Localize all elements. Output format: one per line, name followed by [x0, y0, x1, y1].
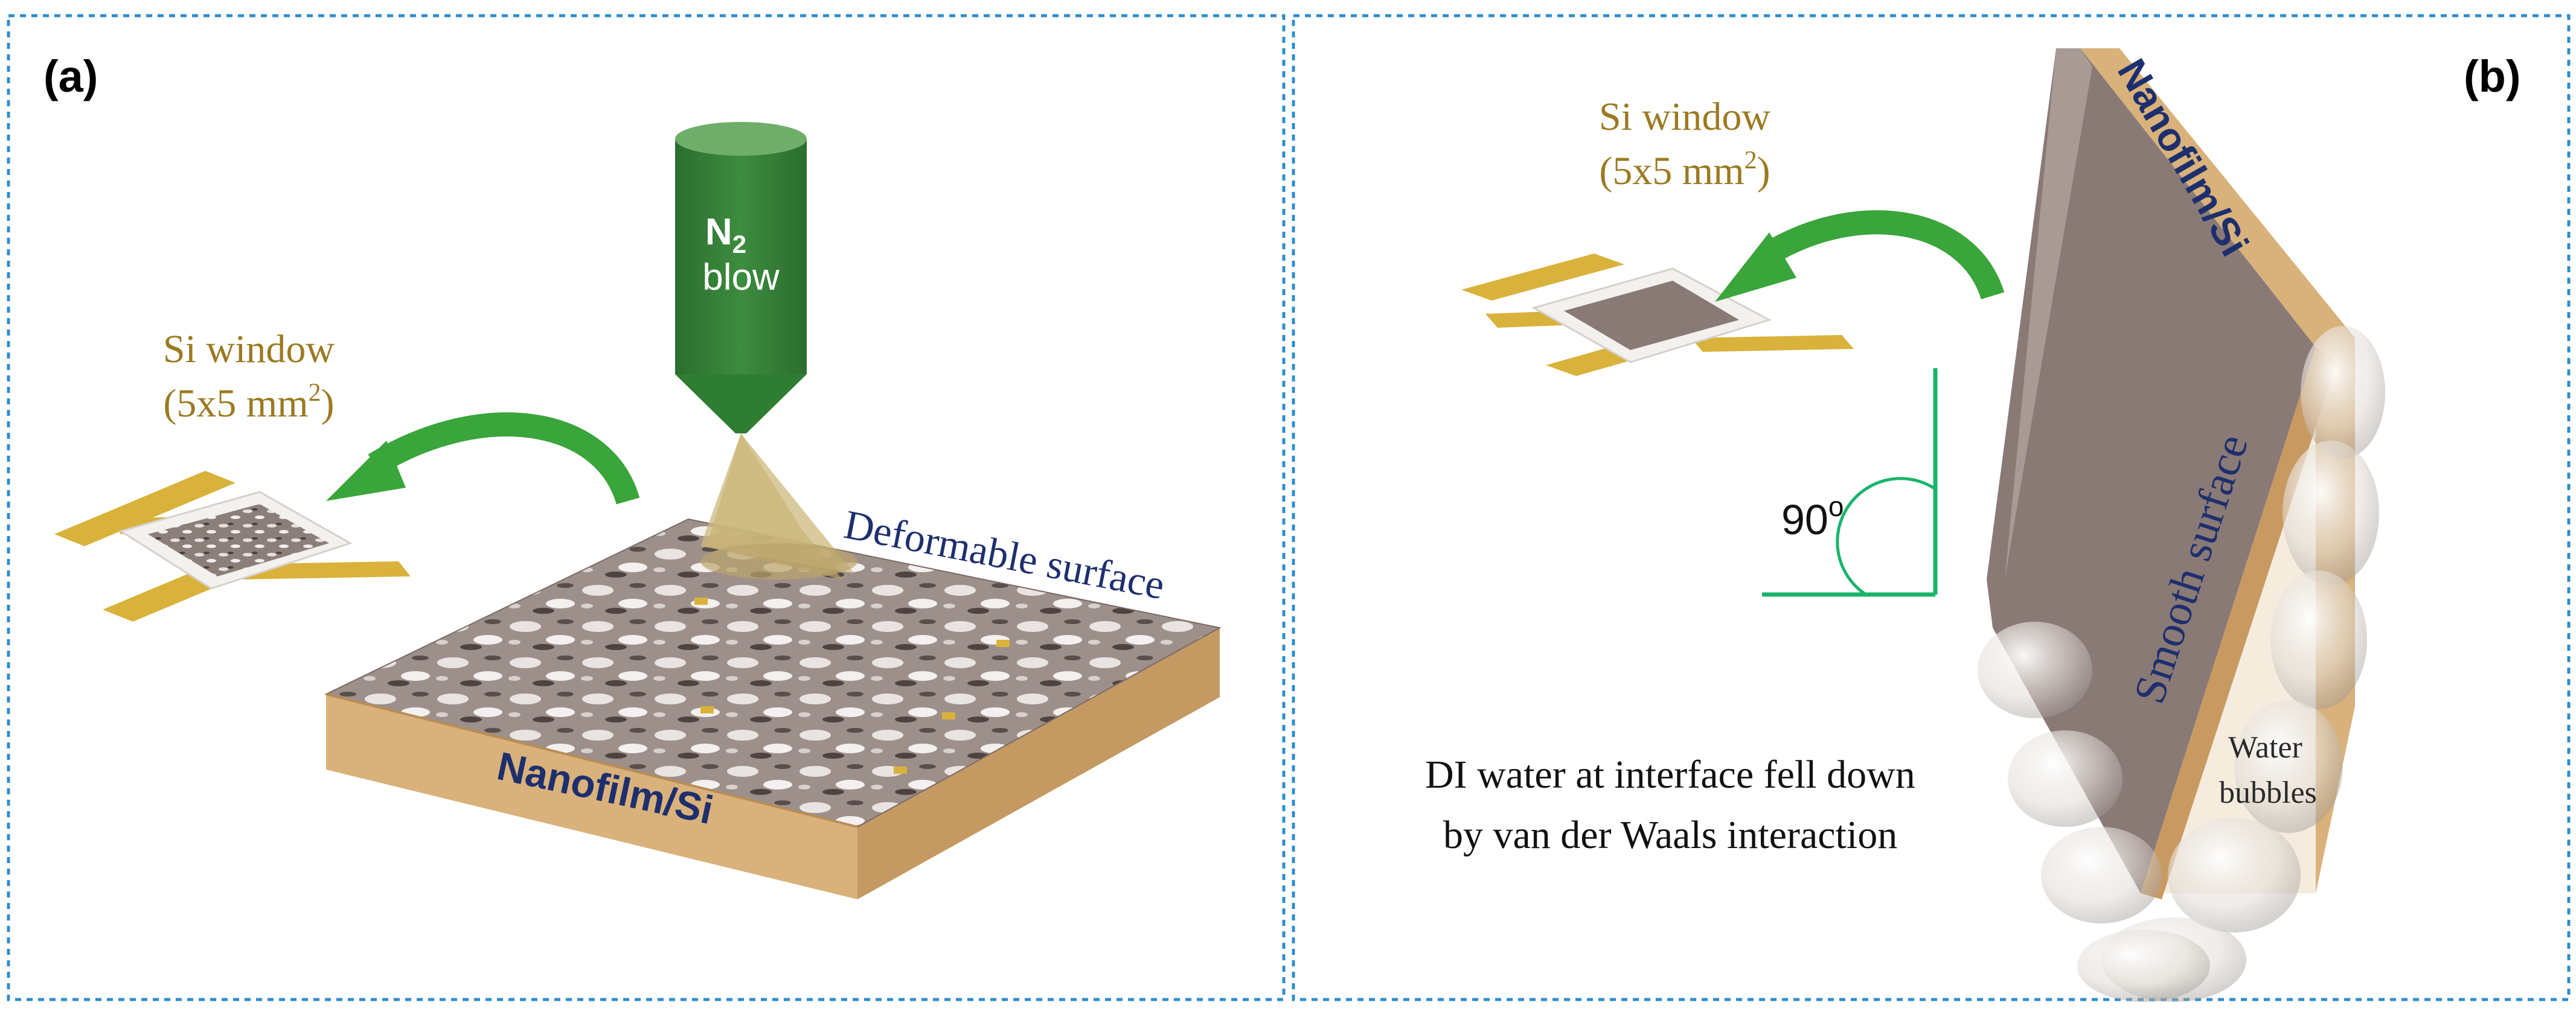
panel-a-si-window-size: (5x5 mm2)	[163, 379, 334, 426]
panel-b-si-chip	[1461, 254, 1854, 376]
panel-b-si-window-size: (5x5 mm2)	[1599, 147, 1770, 193]
panel-b-caption-line1: DI water at interface fell down	[1425, 753, 1915, 797]
panel-a-si-chip	[54, 471, 411, 622]
panel-a-si-window-title: Si window	[163, 327, 335, 371]
blow-label: blow	[702, 257, 780, 298]
panel-a-gold-flecks	[694, 598, 1010, 774]
panel-a-substrate	[324, 518, 1222, 899]
panel-b-caption-line2: by van der Waals interaction	[1443, 813, 1897, 857]
panel-a-label: (a)	[43, 51, 98, 101]
angle-value: 90o	[1781, 491, 1844, 543]
panel-b-transfer-arrow	[1715, 210, 2005, 302]
panel-a-border	[7, 14, 1286, 1001]
panel-b-border	[1292, 14, 2571, 1001]
panel-a-transfer-arrow	[326, 412, 640, 505]
panel-b-label: (b)	[2464, 51, 2521, 101]
bubbles-label-line1: Water	[2228, 730, 2302, 765]
n2-label: N2	[705, 211, 746, 258]
n2-beam	[700, 433, 857, 579]
angle-marker	[1762, 368, 1938, 597]
water-bubbles	[1978, 326, 2385, 1002]
panel-b-si-window-title: Si window	[1599, 95, 1771, 139]
bubbles-label-line2: bubbles	[2219, 776, 2317, 810]
n2-nozzle	[675, 122, 807, 433]
